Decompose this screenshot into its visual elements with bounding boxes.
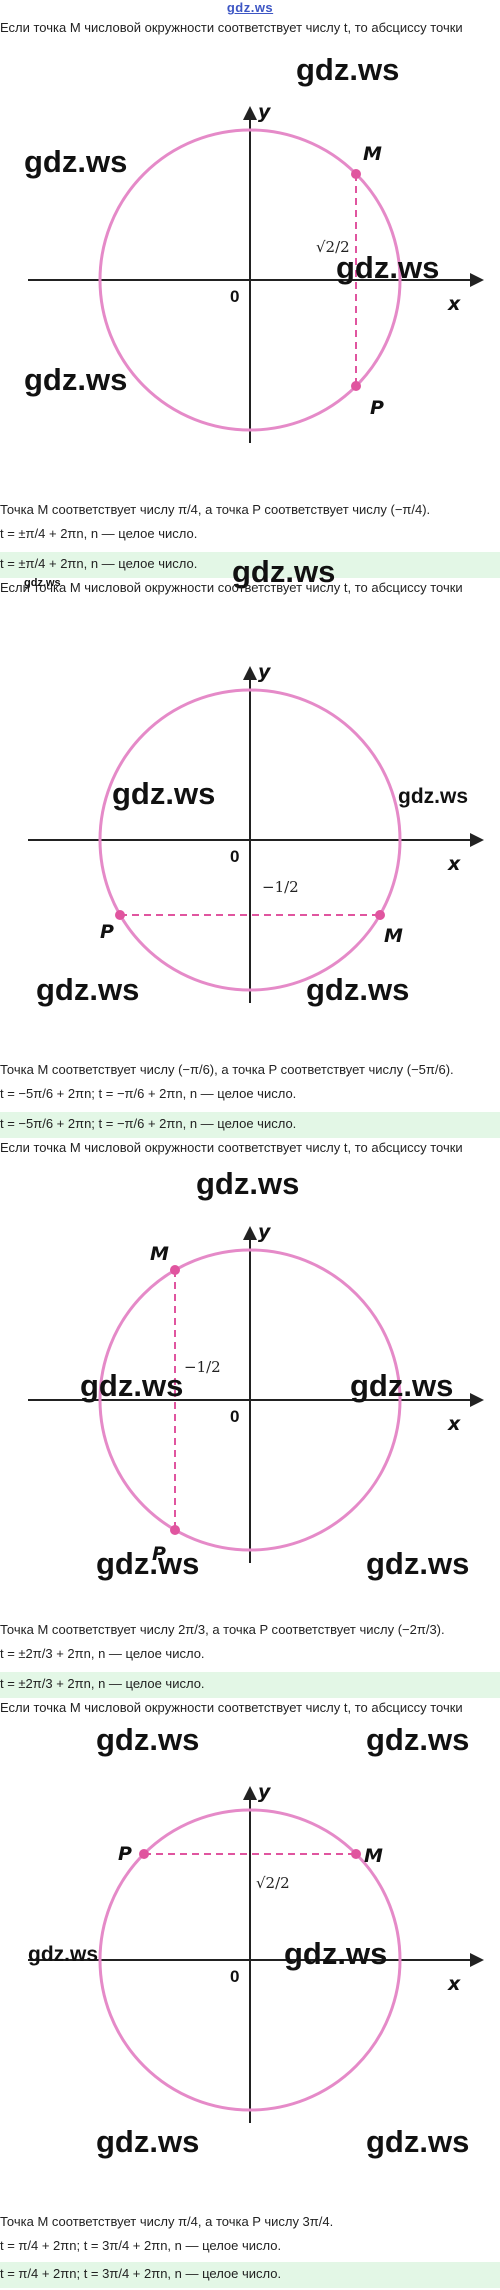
y-axis-arrow [243, 666, 257, 680]
intro-text: Если точка M числовой окружности соответ… [0, 20, 463, 35]
exercise-section-2: Если точка M числовой окружности соответ… [0, 574, 500, 1138]
watermark: gdz.ws [24, 577, 61, 589]
answer-text: t = ±2π/3 + 2πn, n — целое число. [0, 1676, 205, 1691]
unit-circle-figure: M P x y 0 −1/2 [28, 1221, 484, 1565]
watermark: gdz.ws [36, 972, 140, 1007]
summary-text: Точка M соответствует числу (−π/6), а то… [0, 1062, 454, 1077]
y-axis-label: y [258, 1221, 272, 1243]
unit-circle [98, 128, 402, 432]
origin-label: 0 [230, 847, 239, 866]
watermark: gdz.ws [24, 144, 128, 179]
coordinate-label: −1/2 [184, 1358, 221, 1376]
x-axis-arrow [470, 1953, 484, 1967]
x-axis-arrow [470, 833, 484, 847]
x-axis-arrow [470, 273, 484, 287]
exercise-section-4: Если точка M числовой окружности соответ… [0, 1694, 500, 2290]
point-m-label: M [150, 1243, 169, 1265]
formula-text: t = −5π/6 + 2πn; t = −π/6 + 2πn, n — цел… [0, 1086, 297, 1101]
unit-circle-figure: M P x y 0 √2/2 [28, 1781, 484, 2123]
answer-highlight: t = ±2π/3 + 2πn, n — целое число. [0, 1672, 500, 1698]
unit-circle [98, 1248, 402, 1552]
watermark: gdz.ws [398, 785, 469, 808]
answer-text: t = −5π/6 + 2πn; t = −π/6 + 2πn, n — цел… [0, 1116, 297, 1131]
point-m-marker [170, 1265, 180, 1275]
exercise-section-1: Если точка M числовой окружности соответ… [0, 14, 500, 589]
coordinate-label: √2/2 [316, 238, 350, 256]
y-axis-label: y [258, 1781, 272, 1803]
summary-text: Точка M соответствует числу π/4, а точка… [0, 502, 431, 517]
y-axis-label: y [258, 661, 272, 683]
watermark: gdz.ws [306, 972, 410, 1007]
formula-text: t = π/4 + 2πn; t = 3π/4 + 2πn, n — целое… [0, 2238, 282, 2253]
x-axis-label: x [447, 1973, 461, 1995]
point-p-label: P [370, 397, 384, 419]
exercise-section-3: Если точка M числовой окружности соответ… [0, 1134, 500, 1698]
point-p-label: P [100, 921, 114, 943]
point-p-marker [139, 1849, 149, 1859]
summary-text: Точка M соответствует числу π/4, а точка… [0, 2214, 334, 2229]
y-axis-label: y [258, 101, 272, 123]
answer-highlight: t = π/4 + 2πn; t = 3π/4 + 2πn, n — целое… [0, 2262, 500, 2288]
watermark: gdz.ws [28, 1943, 99, 1966]
watermark: gdz.ws [80, 1368, 184, 1403]
unit-circle-figure: M P x y 0 −1/2 [28, 661, 484, 1003]
coordinate-label: √2/2 [256, 1874, 290, 1892]
x-axis-label: x [447, 853, 461, 875]
point-m-marker [375, 910, 385, 920]
watermark: gdz.ws [336, 250, 440, 285]
x-axis-arrow [470, 1393, 484, 1407]
watermark: gdz.ws [196, 1166, 300, 1201]
point-m-label: M [364, 1845, 383, 1867]
formula-text: t = ±2π/3 + 2πn, n — целое число. [0, 1646, 205, 1661]
unit-circle [98, 688, 402, 992]
unit-circle-figure: M P x y 0 √2/2 [28, 101, 484, 443]
formula-text: t = ±π/4 + 2πn, n — целое число. [0, 526, 198, 541]
point-m-label: M [363, 143, 382, 165]
intro-text: Если точка M числовой окружности соответ… [0, 1700, 463, 1715]
point-p-label: P [118, 1843, 132, 1865]
point-m-marker [351, 1849, 361, 1859]
intro-text: Если точка M числовой окружности соответ… [0, 580, 463, 595]
watermark: gdz.ws [296, 52, 400, 87]
origin-label: 0 [230, 1967, 239, 1986]
point-p-marker [170, 1525, 180, 1535]
watermark: gdz.ws [24, 362, 128, 397]
watermark: gdz.ws [366, 1722, 470, 1757]
x-axis-label: x [447, 1413, 461, 1435]
answer-highlight: t = −5π/6 + 2πn; t = −π/6 + 2πn, n — цел… [0, 1112, 500, 1138]
summary-text: Точка M соответствует числу 2π/3, а точк… [0, 1622, 445, 1637]
y-axis-arrow [243, 1786, 257, 1800]
watermark: gdz.ws [366, 1546, 470, 1581]
answer-text: t = π/4 + 2πn; t = 3π/4 + 2πn, n — целое… [0, 2266, 282, 2281]
site-logo[interactable]: gdz.ws [226, 0, 274, 15]
answer-highlight: t = ±π/4 + 2πn, n — целое число. [0, 552, 500, 578]
y-axis-arrow [243, 1226, 257, 1240]
point-p-marker [351, 381, 361, 391]
x-axis-label: x [447, 293, 461, 315]
point-p-label: P [152, 1543, 166, 1565]
answer-text: t = ±π/4 + 2πn, n — целое число. [0, 556, 198, 571]
coordinate-label: −1/2 [262, 878, 299, 896]
point-m-marker [351, 169, 361, 179]
watermark: gdz.ws [366, 2124, 470, 2159]
watermark: gdz.ws [96, 1546, 200, 1581]
watermark: gdz.ws [350, 1368, 454, 1403]
intro-text: Если точка M числовой окружности соответ… [0, 1140, 463, 1155]
point-m-label: M [384, 925, 403, 947]
point-p-marker [115, 910, 125, 920]
unit-circle [98, 1808, 402, 2112]
watermark: gdz.ws [112, 776, 216, 811]
origin-label: 0 [230, 1407, 239, 1426]
watermark: gdz.ws [232, 554, 336, 589]
watermark: gdz.ws [284, 1936, 388, 1971]
origin-label: 0 [230, 287, 239, 306]
watermark: gdz.ws [96, 2124, 200, 2159]
y-axis-arrow [243, 106, 257, 120]
watermark: gdz.ws [96, 1722, 200, 1757]
